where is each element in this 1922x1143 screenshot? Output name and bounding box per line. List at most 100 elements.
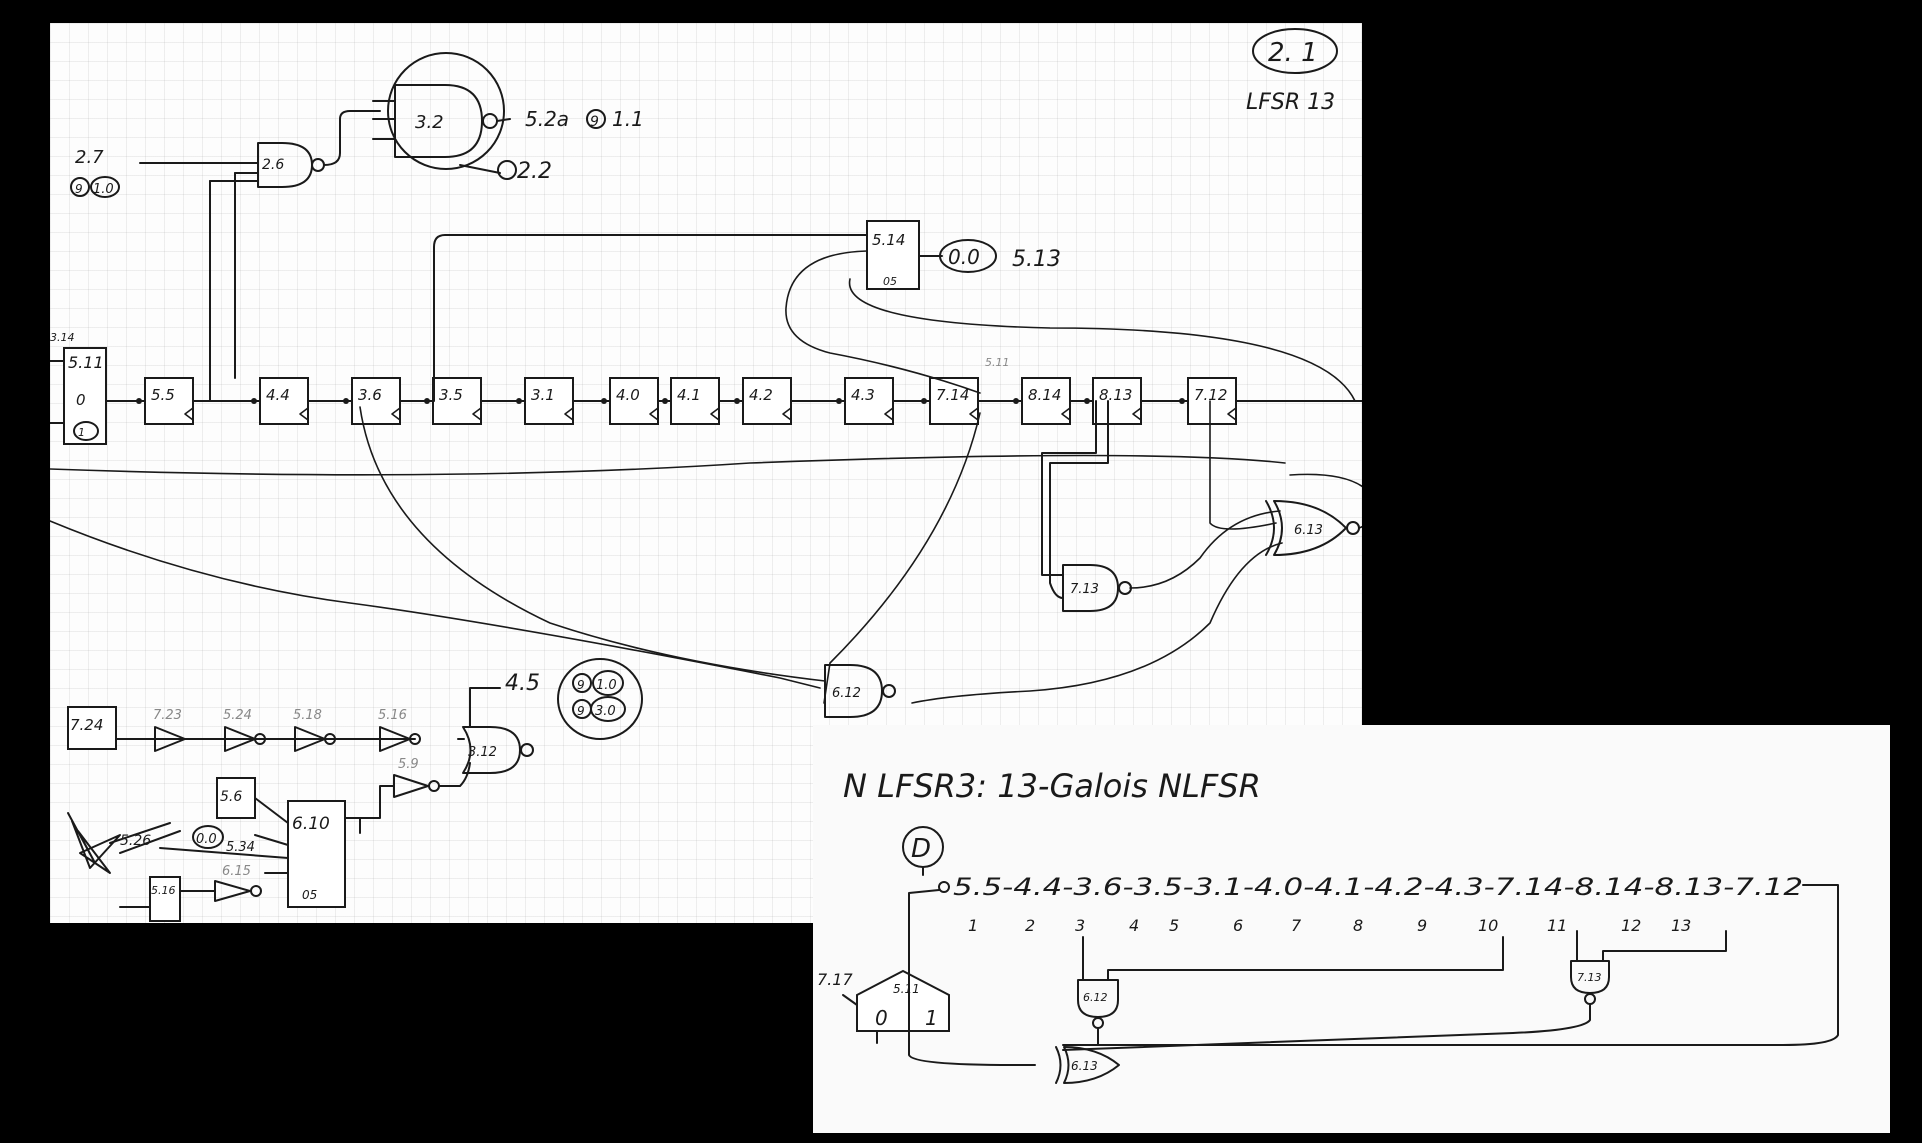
buffer-label: 5.16	[378, 708, 407, 723]
big-circle-4-5	[557, 658, 643, 740]
flop-7-24-label: 7.24	[70, 716, 103, 734]
register-8-14: 8.14	[1013, 377, 1071, 425]
nand-3-12-label: 3.12	[468, 745, 497, 760]
main-schematic-sheet: 2. 1 LFSR 13 3.2 5.2a 9 1.1 2.2 2.6 2.7 …	[50, 23, 1362, 923]
buffer-chain: 7.23 5.24 5.18 5.16	[153, 708, 421, 752]
ref-5-13: 5.13	[1012, 247, 1061, 272]
block-6-10-label: 6.10	[292, 814, 330, 834]
inset-nand-6-12	[1077, 979, 1119, 1018]
ref-5-34: 5.34	[226, 840, 255, 855]
inset-nand-7-13-label: 7.13	[1577, 971, 1602, 984]
inset-mux-one: 1	[925, 1006, 938, 1030]
nand-6-12-label: 6.12	[832, 686, 861, 701]
circ-3-0: 3.0	[595, 704, 616, 719]
inset-index: 6	[1233, 916, 1243, 935]
circ-9-a: 9	[577, 678, 585, 692]
inset-index: 9	[1417, 916, 1427, 935]
register-label: 3.6	[358, 386, 382, 404]
inset-index: 1	[968, 916, 978, 935]
ref-2-2: 2.2	[517, 159, 552, 184]
ref-1-1: 1.1	[612, 107, 644, 131]
input-2-7: 2.7	[75, 147, 104, 168]
page-label: 2. 1	[1268, 38, 1318, 68]
flop-5-16	[149, 876, 181, 922]
register-4-4: 4.4	[251, 377, 309, 425]
register-label: 4.0	[616, 386, 640, 404]
buffer-7-23: 7.23	[153, 708, 186, 752]
scribble	[67, 812, 121, 874]
nand-3-12-gate	[462, 726, 521, 774]
register-7-12: 7.12	[1179, 377, 1237, 425]
main-schematic: 2. 1 LFSR 13 3.2 5.2a 9 1.1 2.2 2.6 2.7 …	[50, 28, 1362, 922]
register-label: 8.14	[1028, 386, 1061, 404]
inset-schematic-sheet: N LFSR3: 13-Galois NLFSR D 5.5-4.4-3.6-3…	[813, 725, 1890, 1133]
inset-index: 4	[1129, 916, 1139, 935]
circ-0-0-flop	[939, 239, 997, 273]
circle-around-3-2	[387, 52, 505, 170]
buffer-5-16: 5.16	[378, 708, 421, 752]
flop-5-16-label: 5.16	[151, 884, 176, 897]
inset-nand-6-12-label: 6.12	[1083, 991, 1108, 1004]
inset-nand-7-13	[1570, 960, 1610, 994]
inset-index: 7	[1291, 916, 1302, 935]
mux-left-label-top: 3.14	[50, 331, 75, 344]
inset-index: 5	[1169, 916, 1179, 935]
circ-1-0-bottom: 1.0	[596, 678, 617, 693]
register-chain: 5.5 4.4 3.6 3.5 3.1 4.0 4.1 4.2 4.3 7.14 8.14 8.13 7…	[136, 377, 1237, 425]
register-4-0: 4.0	[601, 377, 659, 425]
register-label: 3.5	[439, 386, 463, 404]
register-3-6: 3.6	[343, 377, 401, 425]
ref-6-15: 6.15	[222, 864, 251, 879]
flop-5-14-label: 5.14	[872, 231, 905, 249]
nand-7-13-label: 7.13	[1070, 582, 1099, 597]
mux-5-11-label: 5.11	[68, 353, 104, 372]
nand-6-12-gate	[824, 664, 883, 718]
inset-index: 12	[1621, 916, 1641, 935]
inset-xor-6-13	[1063, 1046, 1120, 1084]
register-label: 4.3	[851, 386, 875, 404]
buffer-label: 5.24	[223, 708, 252, 723]
inset-index: 3	[1075, 916, 1085, 935]
tap-5-11-label: 5.11	[985, 356, 1010, 369]
register-label: 4.1	[677, 386, 701, 404]
register-label: 3.1	[531, 386, 555, 404]
circ-9-input: 9	[75, 182, 83, 196]
circ-1-0-input: 1.0	[93, 182, 114, 197]
buffer-5-18: 5.18	[293, 708, 336, 752]
circ-9-top	[586, 109, 606, 129]
register-label: 7.14	[936, 386, 969, 404]
inset-d-label: D	[911, 834, 931, 864]
buf-5-9-label: 5.9	[398, 757, 419, 772]
nand-3-2-bubble	[482, 113, 498, 129]
inset-mux-5-11-label: 5.11	[893, 982, 920, 996]
buf-5-9	[393, 774, 429, 798]
xnor-6-13-gate	[1273, 500, 1347, 556]
inset-mux-zero: 0	[875, 1006, 888, 1030]
register-label: 4.2	[749, 386, 773, 404]
nand-2-6-label: 2.6	[262, 157, 284, 173]
inset-title: N LFSR3: 13-Galois NLFSR	[843, 767, 1261, 805]
mux-5-11-zero: 0	[76, 391, 86, 409]
register-4-1: 4.1	[662, 377, 720, 425]
page-subtitle: LFSR 13	[1246, 90, 1335, 115]
register-8-13: 8.13	[1084, 377, 1142, 425]
mux-5-11-one: 1	[78, 426, 85, 439]
flop-5-14-sub: 05	[883, 275, 897, 288]
buffer-5-24: 5.24	[223, 708, 266, 752]
nand-3-2-label: 3.2	[415, 112, 444, 133]
circ-9-c: 9	[577, 704, 585, 718]
xnor-6-13-label: 6.13	[1294, 523, 1323, 538]
register-5-5: 5.5	[136, 377, 194, 425]
block-6-10-sub: 05	[302, 888, 317, 902]
inset-mux-5-11	[856, 969, 950, 1032]
mux-5-11	[63, 347, 107, 445]
ref-4-5: 4.5	[505, 671, 540, 696]
ref-5-26: 5.26	[120, 833, 151, 849]
register-3-5: 3.5	[424, 377, 482, 425]
register-3-1: 3.1	[516, 377, 574, 425]
inset-mux-input: 7.17	[817, 970, 853, 989]
inset-xor-6-13-label: 6.13	[1071, 1059, 1098, 1073]
register-7-14: 7.14	[921, 377, 979, 425]
inset-chain-text: 5.5-4.4-3.6-3.5-3.1-4.0-4.1-4.2-4.3-7.14…	[953, 873, 1803, 901]
